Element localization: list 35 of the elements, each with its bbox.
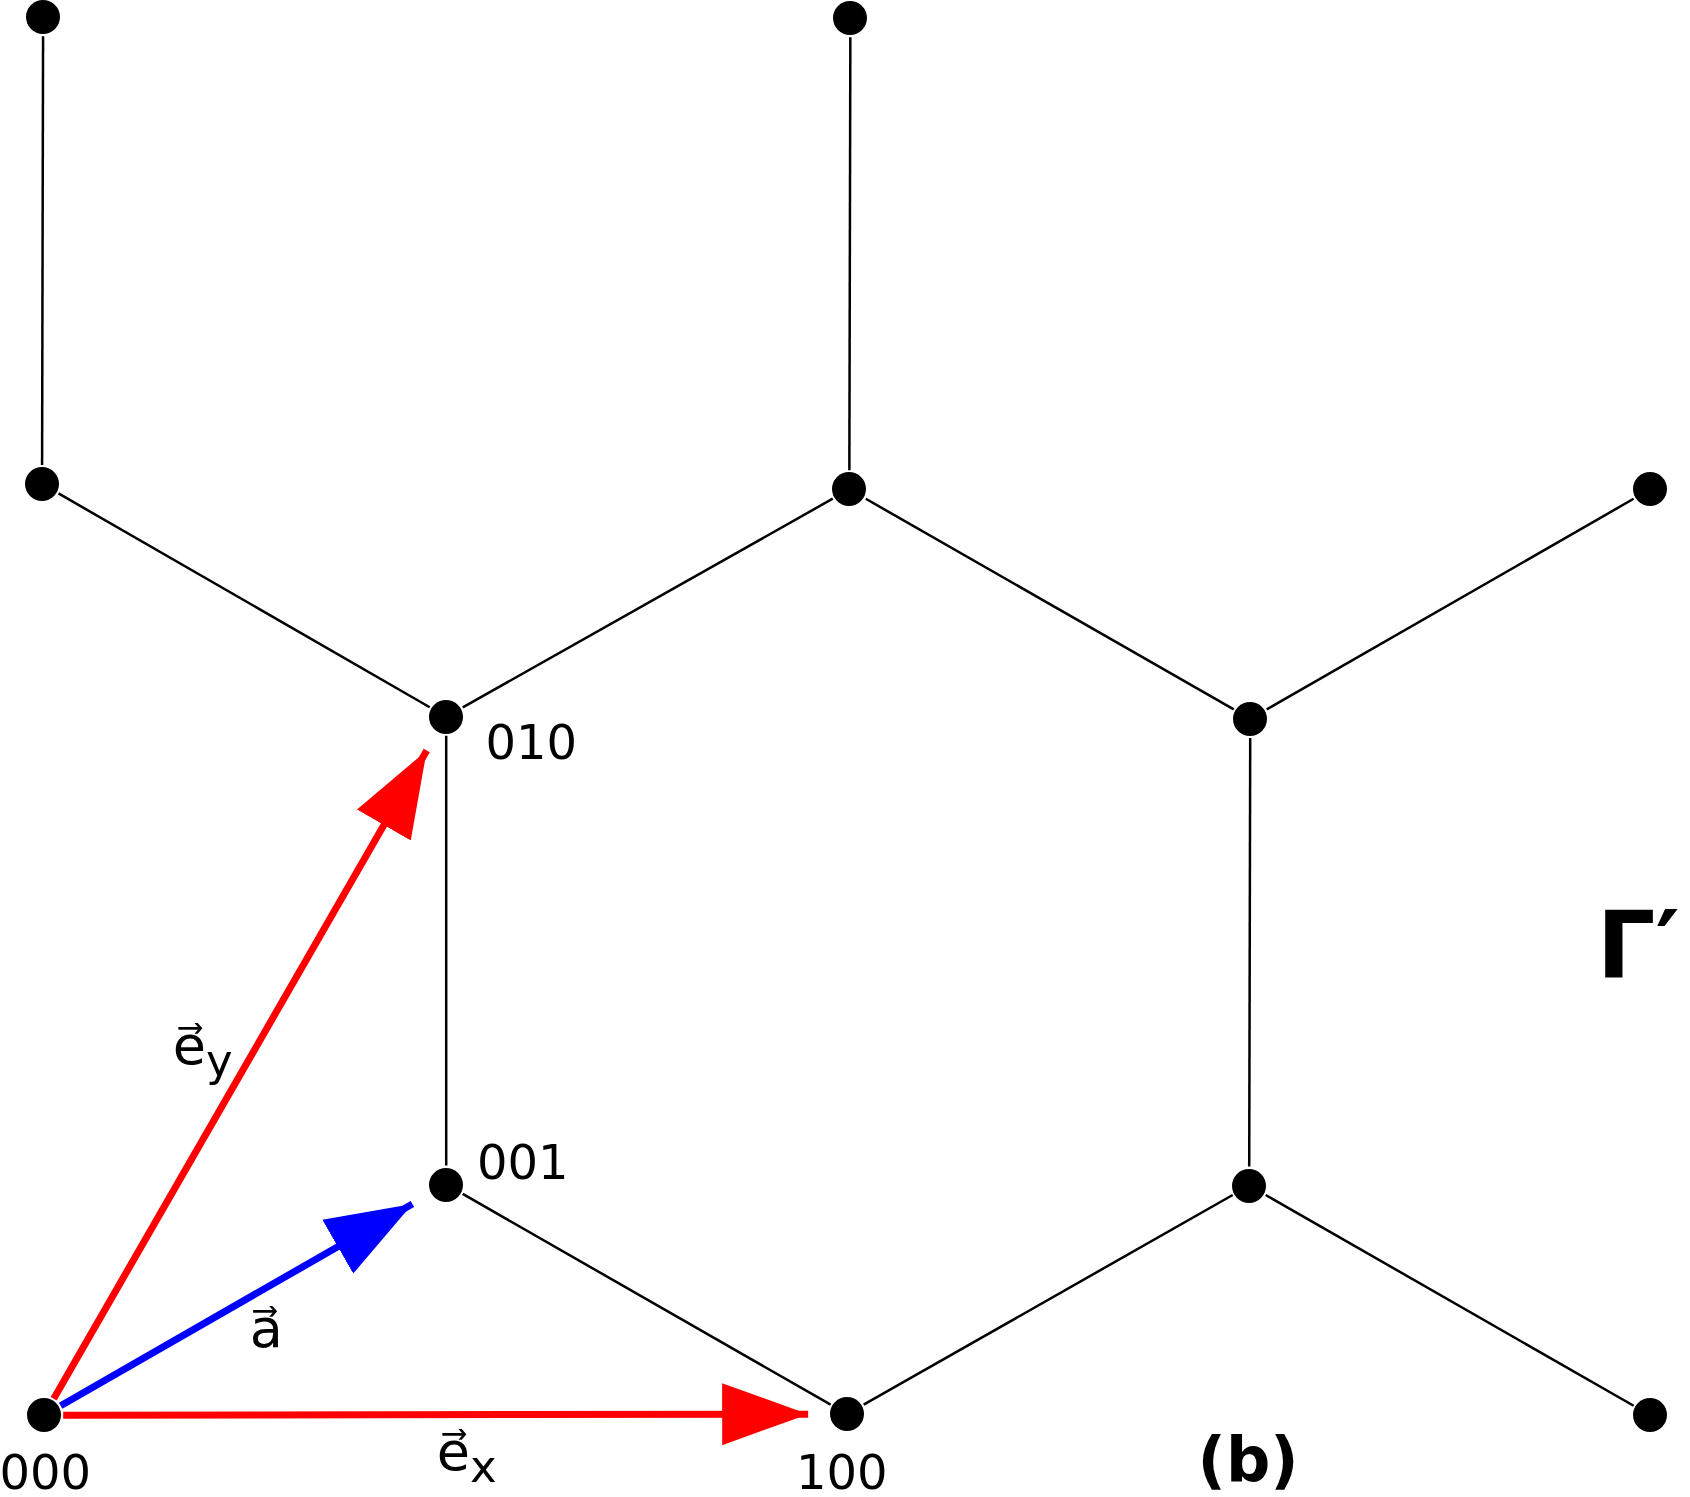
lattice-point: [832, 472, 867, 507]
node-label: 000: [0, 1448, 92, 1497]
lattice-point: [1232, 1168, 1267, 1203]
lattice-point: [27, 1398, 62, 1433]
arrow: [58, 1200, 415, 1409]
lattice-point: [1233, 701, 1268, 736]
lattice-point: [429, 1167, 464, 1202]
edge-line: [848, 37, 852, 471]
panel-label: (b): [1197, 1429, 1299, 1492]
arrow: [63, 1383, 809, 1446]
edge-line: [1247, 737, 1252, 1167]
lattice-point: [833, 1, 868, 36]
lattice-point: [429, 699, 464, 734]
vector-label: e⃗$_{x}$: [436, 1425, 497, 1490]
node-label: 001: [476, 1137, 569, 1186]
lattice-point: [1633, 1398, 1668, 1433]
arrow: [50, 748, 430, 1401]
edge-line: [1265, 1193, 1635, 1407]
lattice-point: [830, 1397, 865, 1432]
edge-line: [40, 36, 45, 465]
edge-line: [1266, 497, 1635, 711]
symbol-label: Γ′: [1596, 900, 1680, 993]
vector-label: e⃗$_{y}$: [172, 1018, 233, 1083]
lattice-point: [1633, 472, 1668, 507]
edge-line: [863, 1193, 1234, 1406]
edge-line: [57, 492, 431, 709]
vector-label: a⃗: [249, 1301, 283, 1356]
edge-line: [462, 1192, 832, 1406]
edge-line: [444, 735, 448, 1166]
edge-line: [462, 497, 834, 709]
node-label: 010: [485, 717, 578, 766]
edge-line: [865, 497, 1235, 711]
node-label: 100: [795, 1448, 888, 1497]
lattice-point: [26, 0, 61, 35]
lattice-point: [25, 466, 60, 501]
